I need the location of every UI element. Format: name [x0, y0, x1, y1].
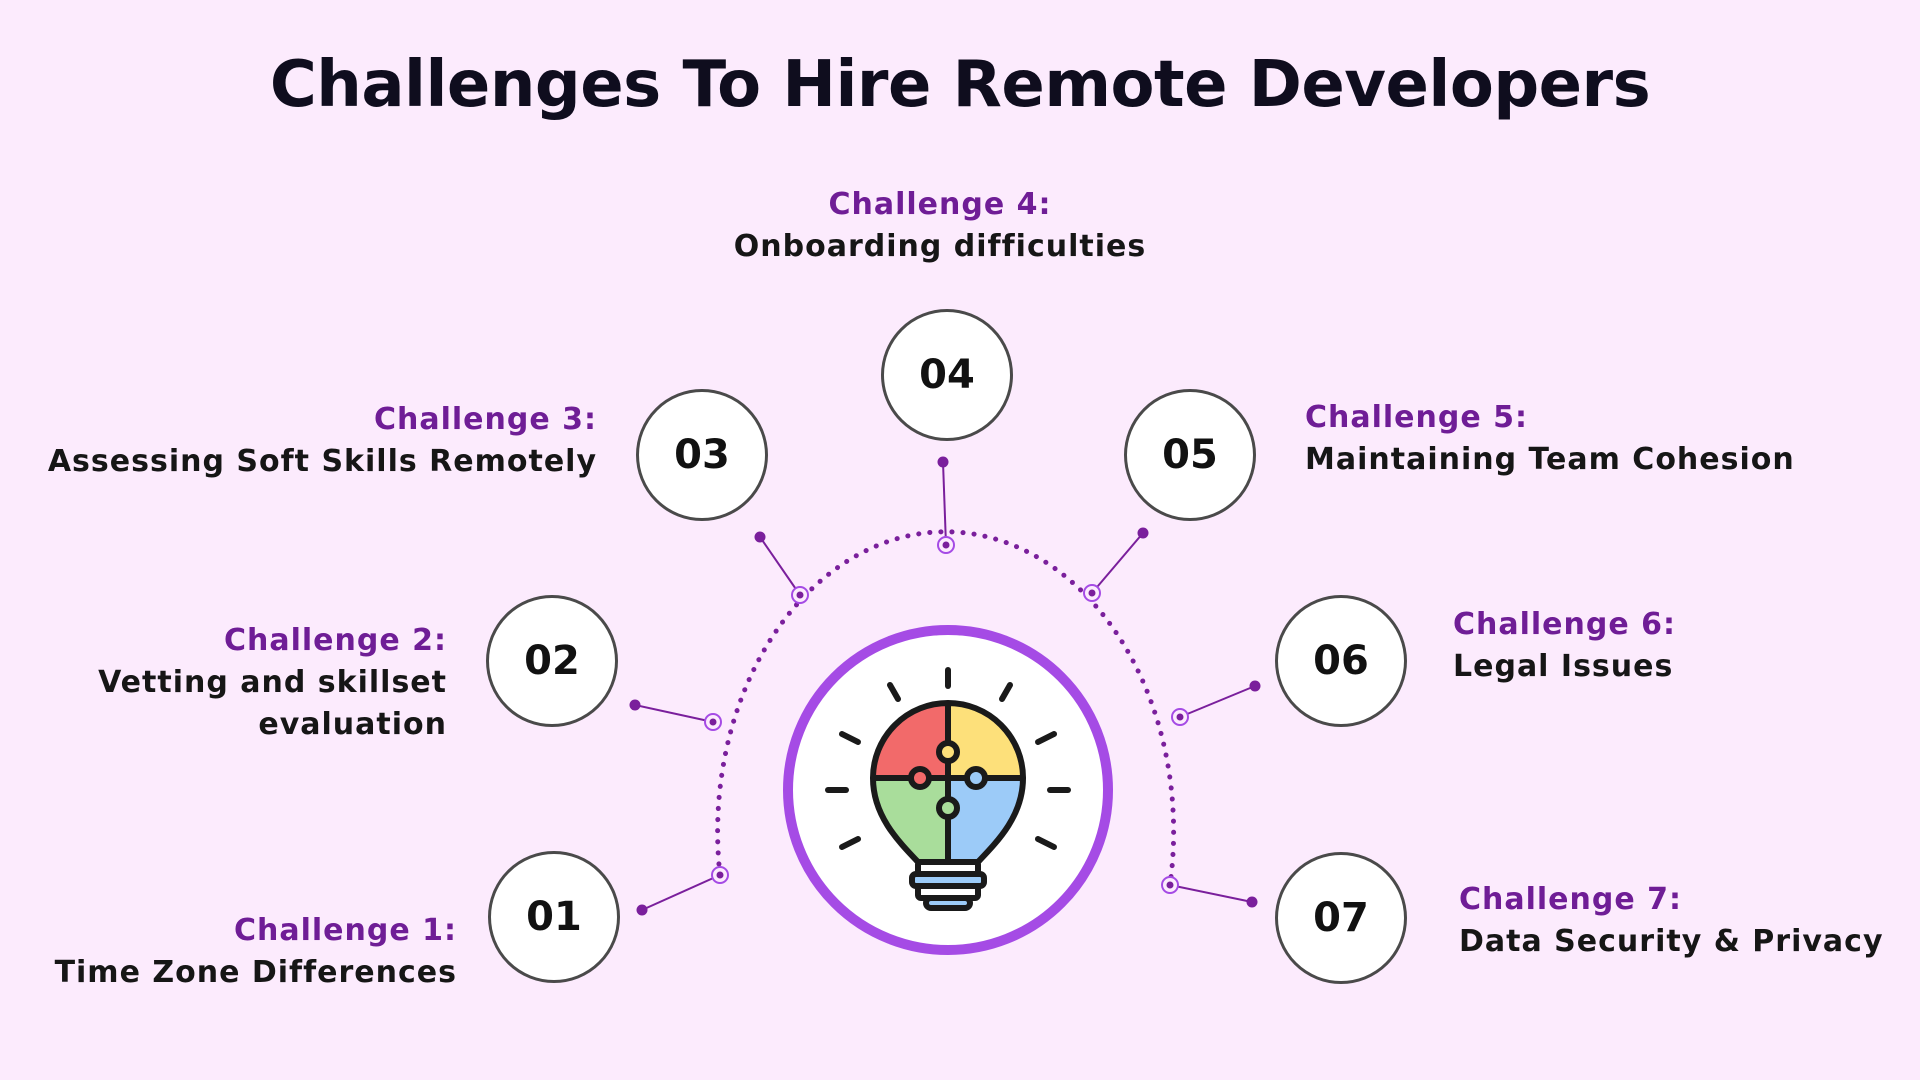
challenge-03-label: Challenge 3: Assessing Soft Skills Remot… [37, 399, 597, 483]
connector-line-01 [641, 874, 721, 911]
puzzle-lightbulb-icon [825, 667, 1071, 911]
challenge-02-label: Challenge 2: Vetting and skillset evalua… [87, 620, 447, 746]
challenge-06-description: Legal Issues [1453, 649, 1674, 684]
challenge-01-number: 01 [488, 851, 620, 983]
connector-dot-07 [1246, 896, 1258, 908]
connector-dot-03 [754, 531, 766, 543]
challenge-02-number: 02 [486, 595, 618, 727]
connector-dot-04 [937, 456, 949, 468]
challenge-07-heading: Challenge 7: [1459, 882, 1683, 917]
arc-nodes [704, 536, 1189, 894]
connector-line-07 [1169, 884, 1253, 903]
challenge-01-description: Time Zone Differences [54, 955, 457, 990]
challenge-03-heading: Challenge 3: [373, 402, 597, 437]
challenge-04-description: Onboarding difficulties [733, 229, 1147, 264]
challenge-05-label: Challenge 5: Maintaining Team Cohesion [1305, 397, 1885, 481]
connector-dot-02 [629, 699, 641, 711]
challenge-03-description: Assessing Soft Skills Remotely [47, 444, 597, 479]
challenge-04-heading: Challenge 4: [828, 187, 1052, 222]
connector-line-03 [759, 536, 801, 596]
connector-dot-01 [636, 904, 648, 916]
challenge-07-description: Data Security & Privacy [1459, 924, 1884, 959]
challenge-02-heading: Challenge 2: [223, 623, 447, 658]
challenge-06-heading: Challenge 6: [1453, 607, 1677, 642]
connector-line-04 [942, 461, 947, 546]
challenge-04-label: Challenge 4: Onboarding difficulties [640, 184, 1240, 268]
challenge-07-number: 07 [1275, 852, 1407, 984]
challenge-05-number: 05 [1124, 389, 1256, 521]
challenge-07-label: Challenge 7: Data Security & Privacy [1459, 879, 1909, 963]
challenge-03-number: 03 [636, 389, 768, 521]
challenge-05-description: Maintaining Team Cohesion [1305, 442, 1795, 477]
connector-dot-06 [1249, 680, 1261, 692]
page-title: Challenges To Hire Remote Developers [269, 48, 1651, 122]
challenge-06-label: Challenge 6: Legal Issues [1453, 604, 1853, 688]
challenge-06-number: 06 [1275, 595, 1407, 727]
challenge-05-heading: Challenge 5: [1305, 400, 1529, 435]
connector-line-06 [1179, 685, 1256, 718]
connector-line-05 [1091, 532, 1144, 594]
connector-line-02 [634, 704, 714, 723]
challenge-02-description: Vetting and skillset evaluation [98, 665, 447, 742]
connector-dot-05 [1137, 527, 1149, 539]
challenge-04-number: 04 [881, 309, 1013, 441]
challenge-01-label: Challenge 1: Time Zone Differences [0, 910, 457, 994]
dotted-arc [715, 529, 1177, 888]
challenge-01-heading: Challenge 1: [233, 913, 457, 948]
